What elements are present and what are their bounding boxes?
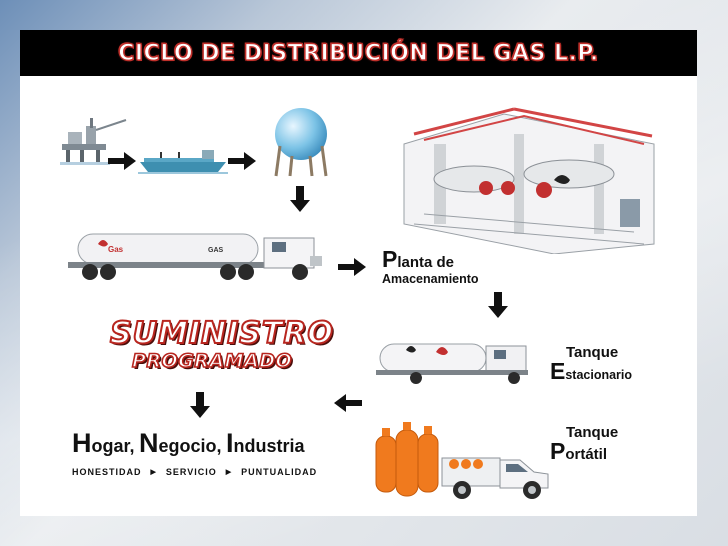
industria-rest: ndustria <box>233 436 305 456</box>
arrow-left-icon <box>334 394 362 412</box>
arrow-right-icon <box>338 258 366 276</box>
arrow-right-icon <box>228 152 256 170</box>
motto-item: PUNTUALIDAD <box>241 467 318 477</box>
arrow-down-icon <box>290 186 310 212</box>
motto-separator: ▶ <box>150 469 157 476</box>
tanker-ship-illustration <box>138 150 228 174</box>
storage-plant-illustration <box>403 107 655 254</box>
industria-cap: I <box>225 428 234 458</box>
negocio-cap: N <box>138 428 159 458</box>
stationary-tank-truck-illustration <box>376 343 528 384</box>
planta-line2: Amacenamiento <box>382 272 479 286</box>
pickup-truck-illustration <box>441 457 549 499</box>
portatil-line1: Tanque <box>566 424 619 441</box>
planta-cap: P <box>382 246 398 272</box>
oil-platform-illustration <box>60 118 127 165</box>
portatil-line2: ortátil <box>565 446 608 463</box>
motto-line: HONESTIDAD ▶ SERVICIO ▶ PUNTUALIDAD <box>72 467 317 477</box>
diagram-title: CICLO DE DISTRIBUCIÓN DEL GAS L.P. <box>118 40 599 66</box>
truck-logo-text: GAS <box>208 247 224 254</box>
diagram-card: CICLO DE DISTRIBUCIÓN DEL GAS L.P. <box>20 30 697 516</box>
planta-line1: lanta de <box>397 254 455 271</box>
destinations-heading: Hogar, Negocio, Industria <box>72 428 304 459</box>
estacionario-label: Estacionario <box>550 358 632 385</box>
suministro-programado-logo: SUMINISTRO PROGRAMADO <box>109 315 334 382</box>
gas-cylinders-illustration <box>375 422 439 497</box>
title-bar: CICLO DE DISTRIBUCIÓN DEL GAS L.P. <box>20 30 697 76</box>
hogar-rest: ogar, <box>91 436 135 456</box>
planta-label: Planta de <box>382 246 454 273</box>
estacionario-cap: E <box>550 358 566 384</box>
negocio-rest: egocio, <box>158 436 222 456</box>
arrow-down-icon <box>190 392 210 418</box>
hogar-cap: H <box>72 428 92 458</box>
truck-brand-text: Gas <box>108 245 124 254</box>
spherical-tank-illustration <box>274 108 328 177</box>
suministro-line2: PROGRAMADO <box>131 349 293 373</box>
estacionario-line2: stacionario <box>565 368 633 382</box>
motto-item: SERVICIO <box>165 467 217 477</box>
portatil-label: Portátil <box>550 438 607 465</box>
tanker-truck-illustration: Gas GAS <box>68 233 322 280</box>
motto-separator: ▶ <box>225 469 233 476</box>
estacionario-line1: Tanque <box>566 344 619 361</box>
suministro-line1: SUMINISTRO <box>109 315 334 352</box>
arrow-down-icon <box>488 292 508 318</box>
motto-item: HONESTIDAD <box>72 467 142 477</box>
arrow-right-icon <box>108 152 136 170</box>
portatil-cap: P <box>550 438 566 464</box>
